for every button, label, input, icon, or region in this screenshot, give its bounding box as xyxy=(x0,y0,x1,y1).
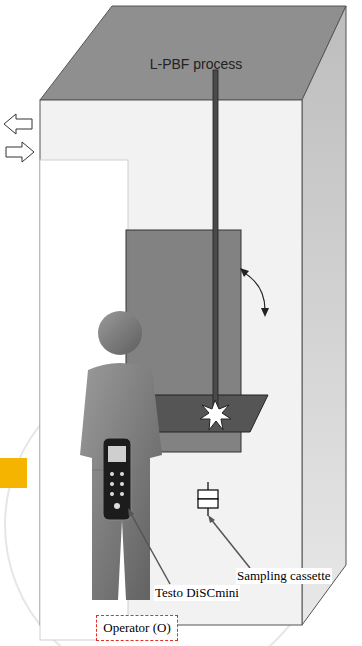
laser-spark xyxy=(200,400,231,430)
machine-top xyxy=(40,6,346,100)
orange-marker xyxy=(0,458,27,488)
arrow-head xyxy=(240,268,249,277)
machine-side xyxy=(302,6,346,625)
leader-line xyxy=(210,518,250,568)
leader-head xyxy=(208,515,215,523)
operator-figure xyxy=(80,311,162,600)
door-arrow-right xyxy=(6,142,34,162)
leader-line xyxy=(130,512,170,584)
machine-top-label: L-PBF process xyxy=(146,54,247,74)
testo-device xyxy=(103,438,131,520)
part-label: Sampling cassette xyxy=(236,568,332,584)
laser-beam xyxy=(213,70,218,412)
leader-head xyxy=(128,508,134,517)
rotation-arrow xyxy=(243,272,265,310)
sampling-cassette xyxy=(198,482,218,516)
node-text: Operator (O) xyxy=(103,620,171,636)
door-arrow-left xyxy=(4,114,32,134)
node-text: L-PBF process xyxy=(150,56,243,72)
part-label: Testo DiSCmini xyxy=(154,585,240,601)
operator-box: Operator (O) xyxy=(96,615,178,641)
arrow-head xyxy=(261,308,269,317)
